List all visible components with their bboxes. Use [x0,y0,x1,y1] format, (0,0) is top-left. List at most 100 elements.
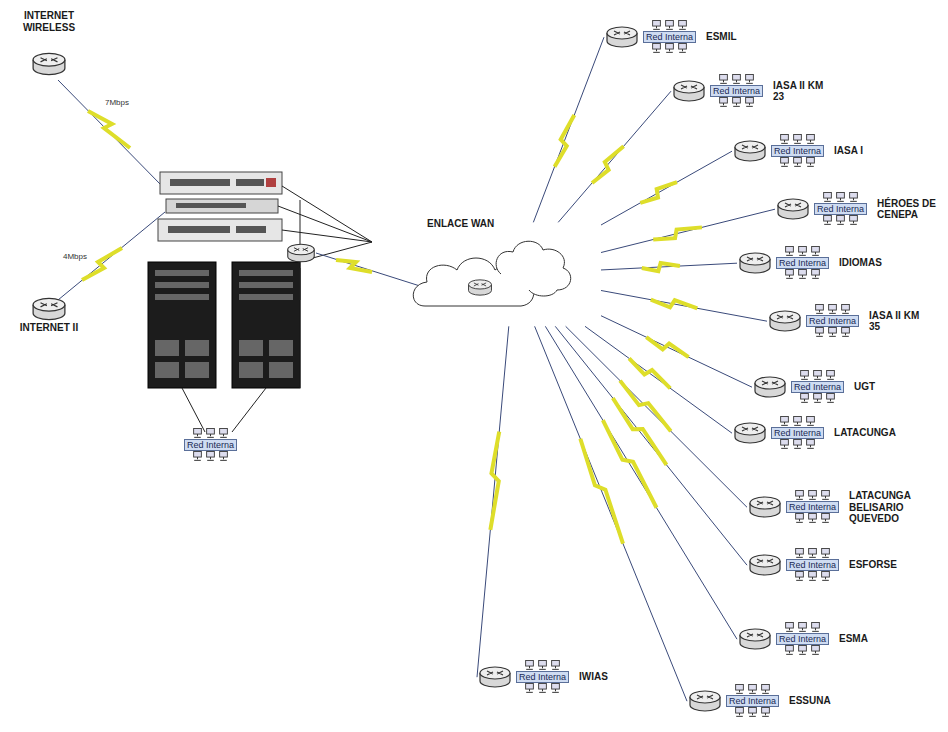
link-speed: 4Mbps [62,252,88,261]
router-icon [733,139,767,163]
wan-link [535,326,687,701]
link-line [601,316,752,387]
computer-icons [790,571,836,582]
site-name: IASA II KM 23 [773,80,837,103]
site-group: Red Interna IWIAS [478,660,608,694]
computer-icons [775,439,821,450]
router-icon [688,689,722,713]
computer-icons [647,20,693,31]
computer-icons [790,490,836,501]
router-icon [733,421,767,445]
computer-icons [780,645,826,656]
router-icon [768,309,802,333]
router-icon [672,79,706,103]
site-group: Red Interna ESFORSE [748,548,897,582]
computer-icons [780,246,826,257]
computer-icons [775,157,821,168]
computer-icons [795,370,841,381]
computer-icons [520,683,566,694]
network-label: Red Interna [776,633,829,645]
wan-link [601,151,732,225]
link-line [601,290,767,321]
computer-icons [780,622,826,633]
computer-icons [730,684,776,695]
link-line [545,326,737,639]
lightning-bolt [603,420,657,508]
site-group: Red Interna ESMA [738,622,868,656]
wan-link [585,326,732,433]
site-group: Red InternaIASA II KM 35 [768,304,933,338]
computer-icons [810,327,856,338]
network-label: Red Interna [771,427,824,439]
wan-link [316,253,420,286]
network-label: Red Interna [814,203,867,215]
wan-link [555,326,747,565]
router-icon [776,197,810,221]
wan-link [545,326,737,639]
lightning-bolt [490,432,499,530]
link-line [601,209,775,252]
computer-icons [790,548,836,559]
wan-link [601,209,775,252]
computer-icons [780,269,826,280]
link-line [477,326,509,677]
internal-network: Red Interna [806,304,859,338]
lightning-bolt [642,263,680,271]
lightning-bolt [592,146,624,183]
computer-icons [795,393,841,404]
internal-network: Red Interna [791,370,844,404]
site-group: Red InternaLATACUNGA [733,416,896,450]
cloud-shape [405,214,580,318]
internal-network: Red Interna [710,74,763,108]
internet-router: INTERNET II [6,296,92,334]
internal-network: Red Interna [776,246,829,280]
network-label: Red Interna [776,257,829,269]
site-group: Red InternaLATACUNGA BELISARIO QUEVEDO [748,490,913,525]
site-name: ESSUNA [789,695,831,707]
router-icon [478,665,512,689]
wan-label: ENLACE WAN [427,218,494,230]
site-name: HÉROES DE CENEPA [877,198,941,221]
router-label: INTERNET II [20,322,78,334]
wan-link [601,263,737,271]
site-name: ESMA [839,633,868,645]
site-name: ESMIL [706,31,737,43]
router-icon [748,495,782,519]
network-label: Red Interna [726,695,779,707]
internal-network: Red Interna [184,428,237,462]
router-icon [738,627,772,651]
site-group: Red InternaIASA I [733,134,863,168]
site-group: Red Interna ESMIL [605,20,737,54]
computer-icons [714,97,760,108]
network-label: Red Interna [710,85,763,97]
site-group: Red Interna IASA II KM 23 [672,74,837,108]
lan-cable [182,186,372,432]
router-icon [288,244,314,262]
site-name: IWIAS [579,671,608,683]
wan-link [601,290,767,321]
server-rack [148,262,300,388]
computer-icons [730,707,776,718]
wan-link [601,316,752,387]
internal-network: Red Interna [814,192,867,226]
router-icon [605,25,639,49]
network-label: Red Interna [806,315,859,327]
link-speed: 7Mbps [104,98,130,107]
network-label: Red Interna [791,381,844,393]
network-label: Red Interna [184,439,237,451]
site-name: ESFORSE [849,559,897,571]
computer-icons [810,304,856,315]
lightning-bolt [646,337,688,357]
site-group: Red Interna ESSUNA [688,684,831,718]
network-label: Red Interna [786,501,839,513]
internal-network: Red Interna [786,548,839,582]
network-label: Red Interna [516,671,569,683]
site-name: IASA I [834,145,863,157]
router-icon [31,296,67,322]
internal-network: Red Interna [643,20,696,54]
lightning-bolt [629,358,670,388]
link-line [535,326,687,701]
link-line [601,151,732,225]
link-line [558,91,671,222]
internet-router: INTERNET WIRELESS [6,10,92,77]
